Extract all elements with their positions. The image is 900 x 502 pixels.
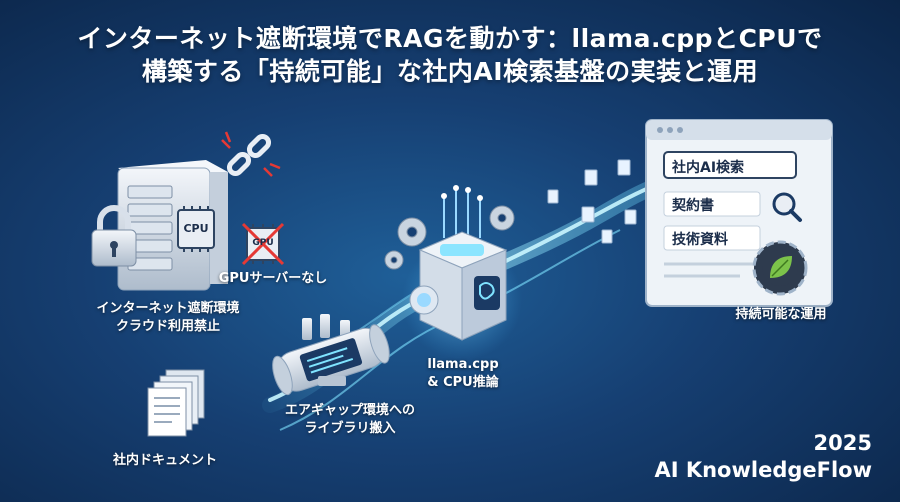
page-title: インターネット遮断環境でRAGを動かす：llama.cppとCPUで 構築する「… (0, 22, 900, 88)
search-result-1: 契約書 (672, 198, 714, 214)
label-llama: llama.cpp & CPU推論 (408, 356, 518, 392)
leaf-gear-icon (752, 240, 808, 296)
label-airgap-line-1: エアギャップ環境への (284, 403, 415, 418)
flying-document-icons (547, 159, 637, 244)
label-internal-docs: 社内ドキュメント (112, 453, 217, 468)
label-gpu-none: GPUサーバーなし (218, 271, 328, 286)
title-line-2: 構築する「持続可能」な社内AI検索基盤の実装と運用 (141, 57, 759, 86)
brand-year: 2025 (813, 431, 872, 455)
gear-icon (384, 205, 515, 270)
gpu-chip-label: GPU (252, 238, 274, 248)
label-offline-env: インターネット遮断環境 クラウド利用禁止 (78, 300, 258, 336)
search-result-2: 技術資料 (672, 232, 728, 248)
label-llama-line-2: & CPU推論 (427, 375, 499, 390)
title-line-1: インターネット遮断環境でRAGを動かす：llama.cppとCPUで (77, 24, 823, 53)
search-query: 社内AI検索 (672, 160, 745, 176)
ai-cube-icon (402, 185, 522, 360)
document-stack-icon (147, 369, 205, 437)
label-llama-line-1: llama.cpp (427, 357, 499, 372)
label-offline-env-line-2: クラウド利用禁止 (115, 319, 220, 334)
brand-name: AI KnowledgeFlow (654, 458, 872, 482)
label-sustainable: 持続可能な運用 (735, 307, 827, 322)
cpu-chip-label: CPU (183, 222, 209, 235)
label-airgap: エアギャップ環境への ライブラリ搬入 (270, 402, 430, 438)
label-offline-env-line-1: インターネット遮断環境 (96, 301, 240, 316)
broken-link-icon (221, 131, 281, 177)
magnifier-icon (772, 192, 802, 222)
padlock-icon (91, 205, 137, 267)
label-airgap-line-2: ライブラリ搬入 (304, 421, 396, 436)
gpu-crossed-icon (241, 222, 285, 266)
pipe-icon (272, 314, 390, 396)
server-icon (117, 160, 228, 291)
brand-block: 2025 AI KnowledgeFlow (654, 430, 872, 484)
